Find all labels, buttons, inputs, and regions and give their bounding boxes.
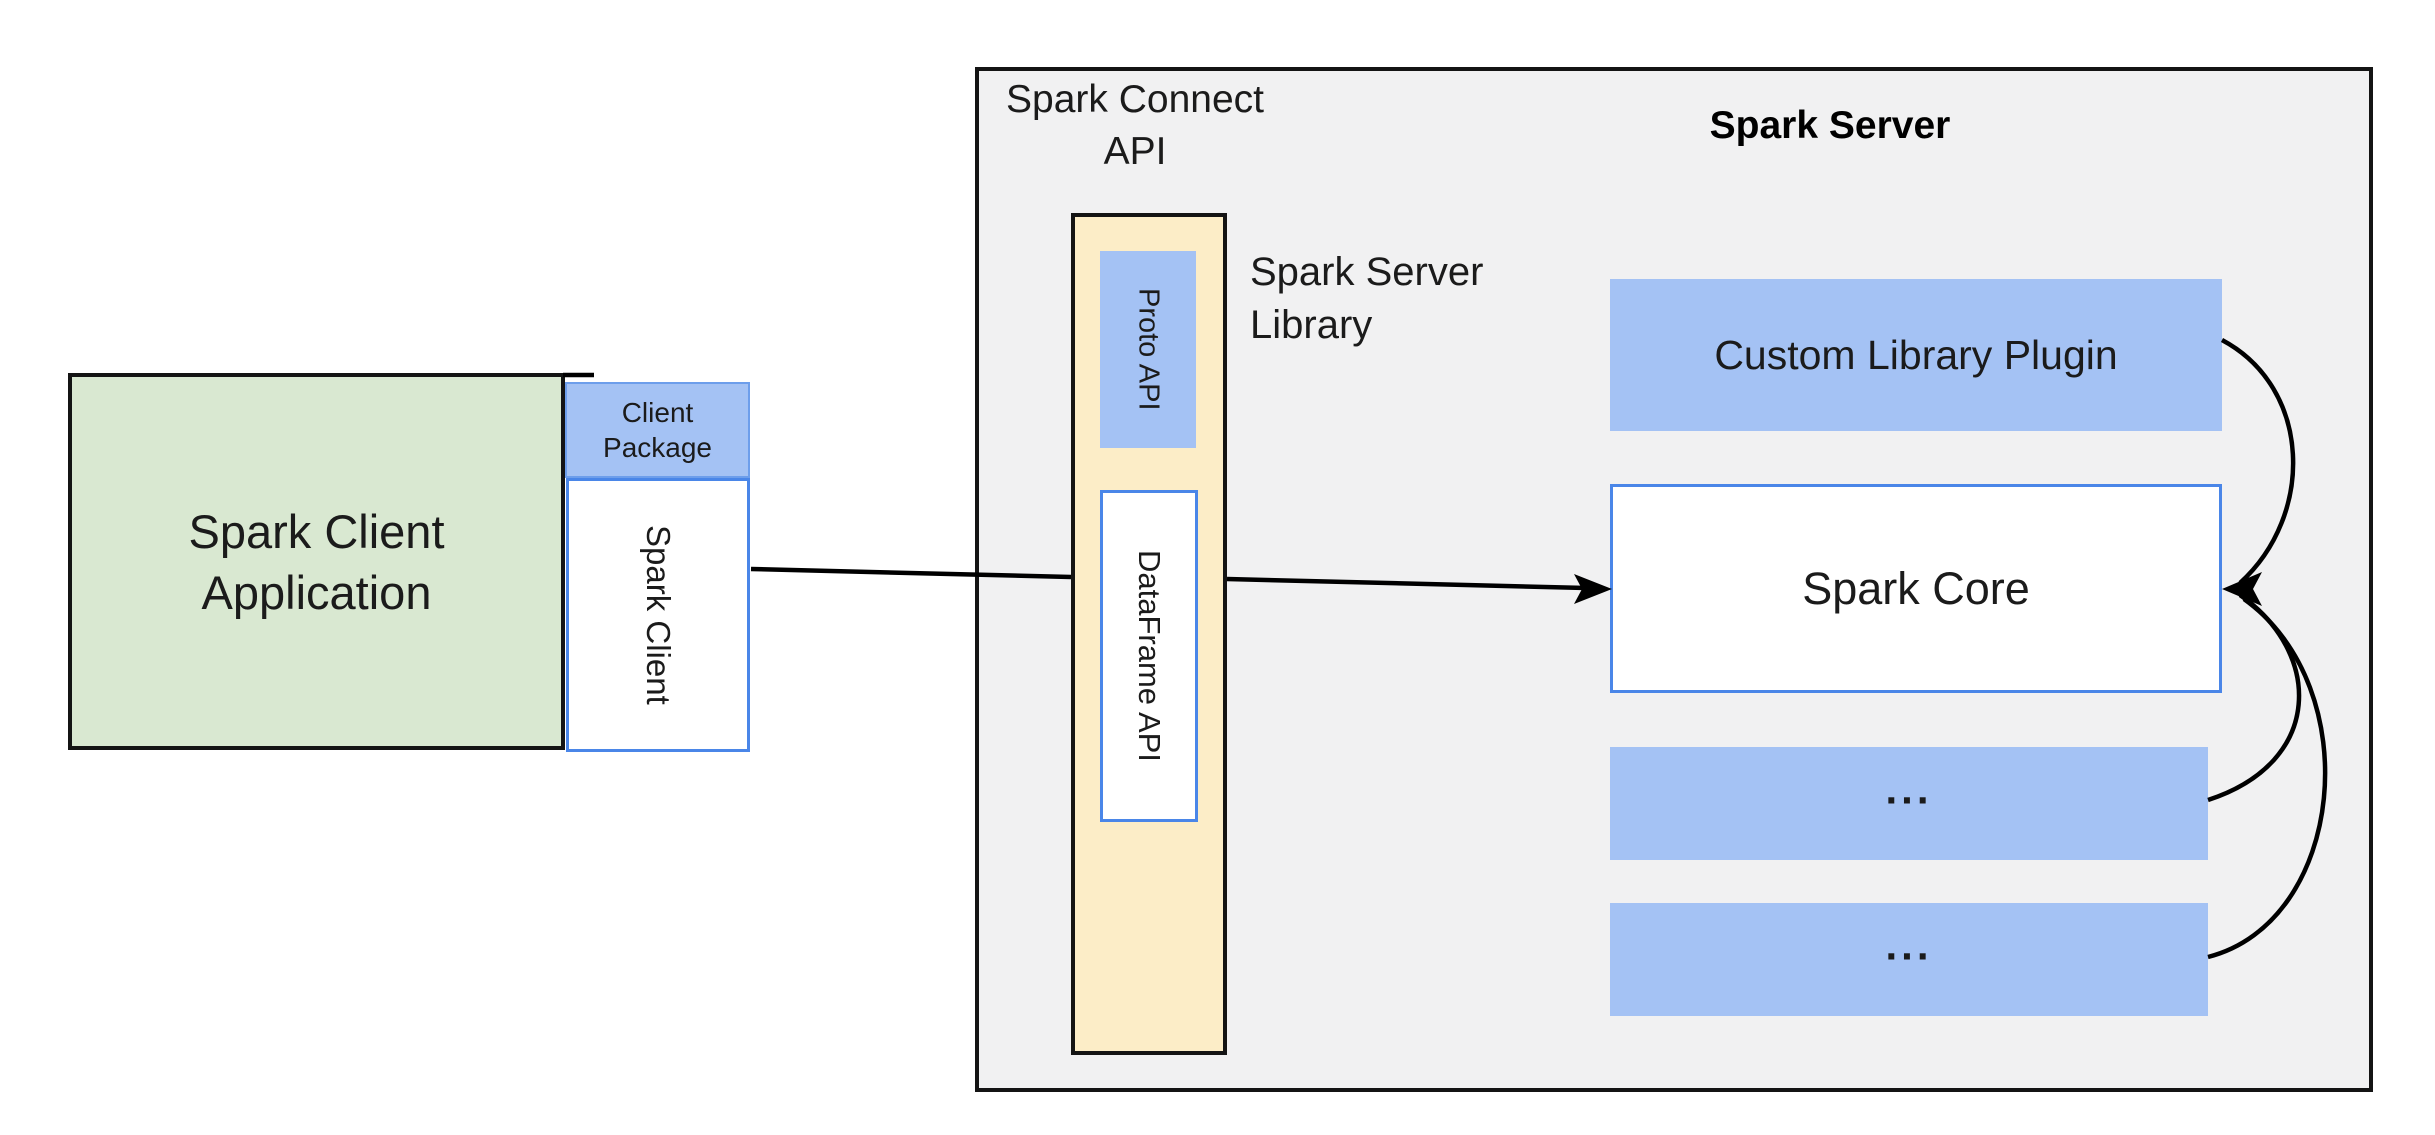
spark-connect-api-title-line2: API [1103,130,1167,173]
client-package-label: Client Package [603,395,712,465]
spark-client-application-label-line1: Spark Client [188,504,445,558]
proto-api-label: Proto API [1132,288,1165,411]
spark-server-title: Spark Server [1709,104,1951,147]
spark-client-application-box: Spark Client Application [68,373,565,750]
client-package-label-line2: Package [603,432,712,463]
proto-api-box: Proto API [1100,251,1196,448]
spark-connect-api-title-line1: Spark Connect [1006,78,1264,121]
ellipsis-box-1: ... [1610,747,2208,860]
spark-server-library-label: Spark Server Library [1250,246,1590,352]
custom-library-plugin-box: Custom Library Plugin [1610,279,2222,431]
dataframe-api-label: DataFrame API [1132,550,1167,762]
client-package-label-line1: Client [621,397,694,428]
client-package-box: Client Package [565,382,750,478]
spark-client-label: Spark Client [640,525,677,705]
ellipsis-label-2: ... [1885,921,1933,969]
spark-server-library-line1: Spark Server [1250,250,1484,294]
dataframe-api-box: DataFrame API [1100,490,1198,822]
spark-client-box: Spark Client [566,478,750,752]
spark-client-application-label: Spark Client Application [189,501,445,623]
spark-connect-api-title: Spark Connect API [970,74,1300,178]
spark-client-application-label-line2: Application [201,565,432,619]
spark-server-library-line2: Library [1250,303,1373,347]
custom-library-plugin-label: Custom Library Plugin [1714,331,2118,378]
spark-core-box: Spark Core [1610,484,2222,693]
ellipsis-label-1: ... [1885,765,1933,813]
ellipsis-box-2: ... [1610,903,2208,1016]
spark-core-label: Spark Core [1802,562,2030,614]
